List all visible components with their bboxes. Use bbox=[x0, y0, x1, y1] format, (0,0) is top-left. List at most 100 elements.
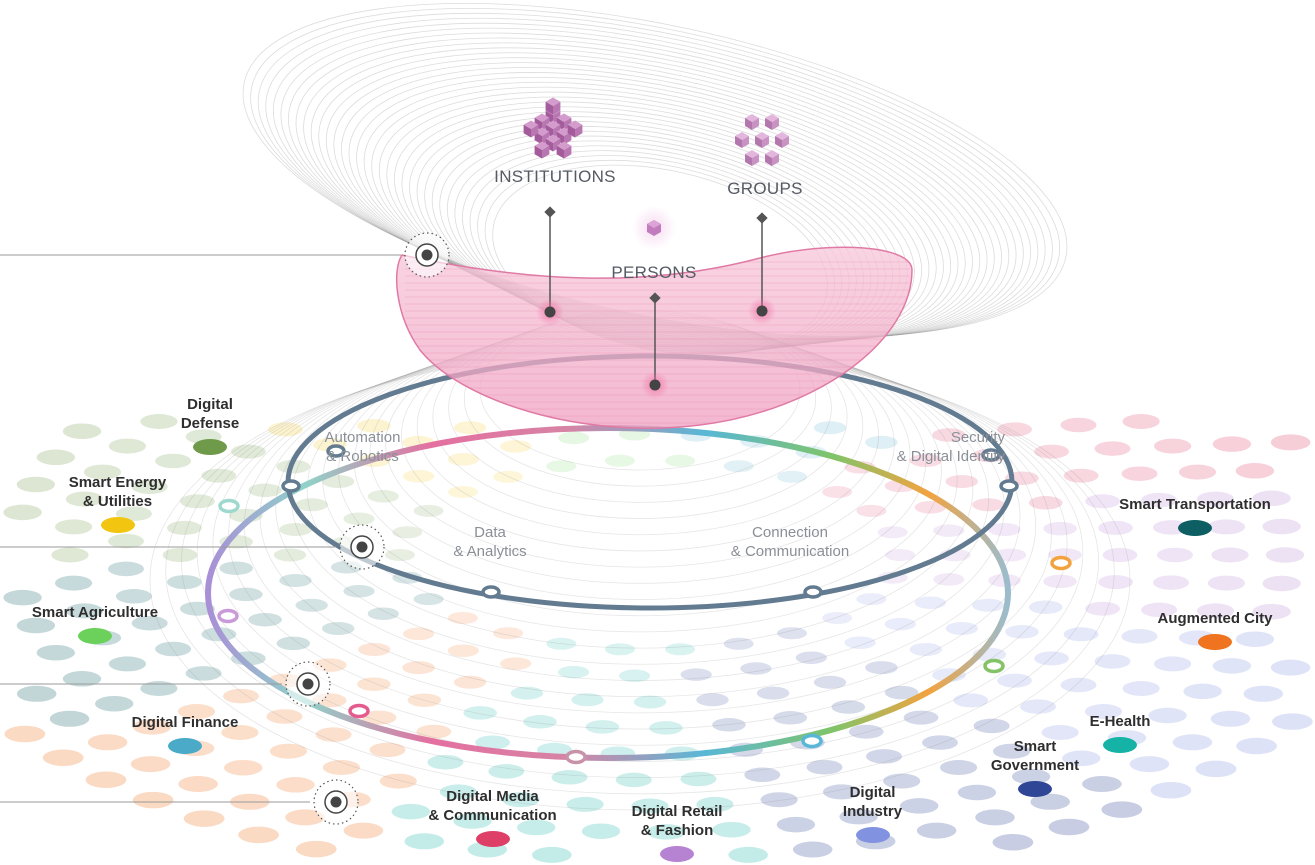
background-dot bbox=[108, 438, 146, 454]
ring-node bbox=[801, 733, 823, 749]
sector-name: E-Health bbox=[1089, 713, 1151, 730]
background-dot bbox=[884, 617, 916, 631]
background-dot bbox=[760, 792, 798, 808]
background-dot bbox=[1005, 625, 1039, 639]
background-dot bbox=[551, 770, 588, 785]
background-dot bbox=[571, 693, 604, 707]
background-dot bbox=[87, 734, 128, 751]
background-dot bbox=[248, 612, 282, 627]
persons-label: PERSONS bbox=[611, 263, 697, 282]
background-dot bbox=[392, 526, 423, 539]
ring-label-data: Data & Analytics bbox=[453, 524, 527, 560]
sector-smart-energy: Smart Energy & Utilities bbox=[45, 474, 190, 533]
background-dot bbox=[1041, 725, 1079, 740]
background-dot bbox=[502, 792, 540, 808]
background-dot bbox=[1178, 464, 1217, 480]
background-dot bbox=[940, 760, 978, 775]
background-dot bbox=[131, 479, 168, 495]
background-dot bbox=[712, 718, 746, 732]
background-dot bbox=[358, 643, 391, 656]
background-dot bbox=[792, 841, 833, 858]
background-dot bbox=[865, 435, 898, 449]
background-dot bbox=[16, 617, 56, 634]
sector-e-health: E-Health bbox=[1070, 713, 1170, 753]
background-dot bbox=[1028, 600, 1063, 614]
background-dot bbox=[268, 422, 303, 437]
background-dot bbox=[42, 749, 84, 766]
background-dot bbox=[180, 494, 215, 509]
sector-name: Digital Industry bbox=[842, 784, 903, 820]
background-dot bbox=[856, 504, 887, 517]
background-dot bbox=[248, 483, 282, 498]
background-dot bbox=[723, 460, 754, 473]
background-dot bbox=[201, 468, 237, 483]
background-dot bbox=[1207, 575, 1245, 591]
background-dot bbox=[619, 669, 651, 683]
institutions-pin bbox=[536, 206, 564, 326]
background-dot bbox=[776, 816, 816, 833]
background-dot bbox=[219, 561, 253, 575]
sector-digital-defense: Digital Defense bbox=[150, 396, 270, 455]
background-dot bbox=[269, 743, 307, 759]
background-dot bbox=[756, 686, 790, 700]
background-dot bbox=[1262, 575, 1301, 592]
background-dot bbox=[665, 454, 696, 467]
background-dot bbox=[866, 749, 902, 764]
background-dot bbox=[229, 587, 263, 602]
background-dot bbox=[185, 666, 222, 681]
background-dot bbox=[1084, 704, 1123, 719]
background-dot bbox=[453, 813, 492, 829]
background-dot bbox=[276, 636, 311, 651]
background-dot bbox=[523, 715, 557, 729]
background-dot bbox=[475, 735, 510, 750]
background-dot bbox=[36, 449, 75, 466]
background-dot bbox=[728, 846, 768, 863]
background-dot bbox=[1154, 656, 1192, 672]
background-dot bbox=[883, 773, 921, 789]
background-dot bbox=[343, 822, 384, 839]
background-dot bbox=[813, 421, 847, 435]
background-dot bbox=[1183, 683, 1222, 700]
background-dot bbox=[367, 607, 399, 620]
background-dot bbox=[865, 661, 898, 675]
background-dot bbox=[615, 772, 652, 788]
background-dot bbox=[1141, 602, 1178, 618]
institutions-label: INSTITUTIONS bbox=[494, 167, 616, 186]
background-dot bbox=[183, 810, 225, 827]
background-dot bbox=[532, 846, 572, 863]
background-dot bbox=[806, 759, 843, 775]
sector-augmented-city: Augmented City bbox=[1135, 610, 1295, 650]
background-dot bbox=[1153, 575, 1189, 590]
background-dot bbox=[604, 454, 635, 467]
background-dot bbox=[884, 685, 919, 700]
background-dot bbox=[1060, 417, 1097, 433]
background-dot bbox=[285, 809, 325, 826]
background-dot bbox=[546, 460, 577, 473]
background-dot bbox=[55, 575, 93, 591]
background-dot bbox=[1098, 520, 1133, 535]
background-dot bbox=[972, 498, 1005, 512]
sector-name: Augmented City bbox=[1157, 610, 1273, 627]
level-markers bbox=[0, 232, 450, 825]
background-dot bbox=[1207, 519, 1245, 535]
background-dot bbox=[385, 549, 415, 561]
institutions-cube-icon bbox=[523, 97, 583, 159]
inner-ring-nodes bbox=[281, 444, 1019, 599]
background-dot bbox=[279, 523, 312, 536]
background-dot bbox=[909, 643, 942, 656]
sector-name: Smart Energy & Utilities bbox=[68, 474, 167, 510]
ring-node bbox=[326, 444, 346, 458]
background-dot bbox=[322, 475, 355, 488]
background-dot bbox=[1211, 547, 1249, 563]
background-dot bbox=[510, 686, 544, 700]
background-dot bbox=[1265, 547, 1305, 563]
background-dot bbox=[447, 453, 479, 466]
background-dot bbox=[379, 773, 417, 789]
background-dot bbox=[558, 665, 590, 679]
background-dot bbox=[1063, 627, 1099, 642]
background-dot bbox=[231, 444, 266, 459]
background-dot bbox=[1060, 677, 1097, 693]
background-dot bbox=[903, 710, 939, 725]
background-dot bbox=[3, 589, 42, 606]
background-dot bbox=[1212, 436, 1252, 452]
